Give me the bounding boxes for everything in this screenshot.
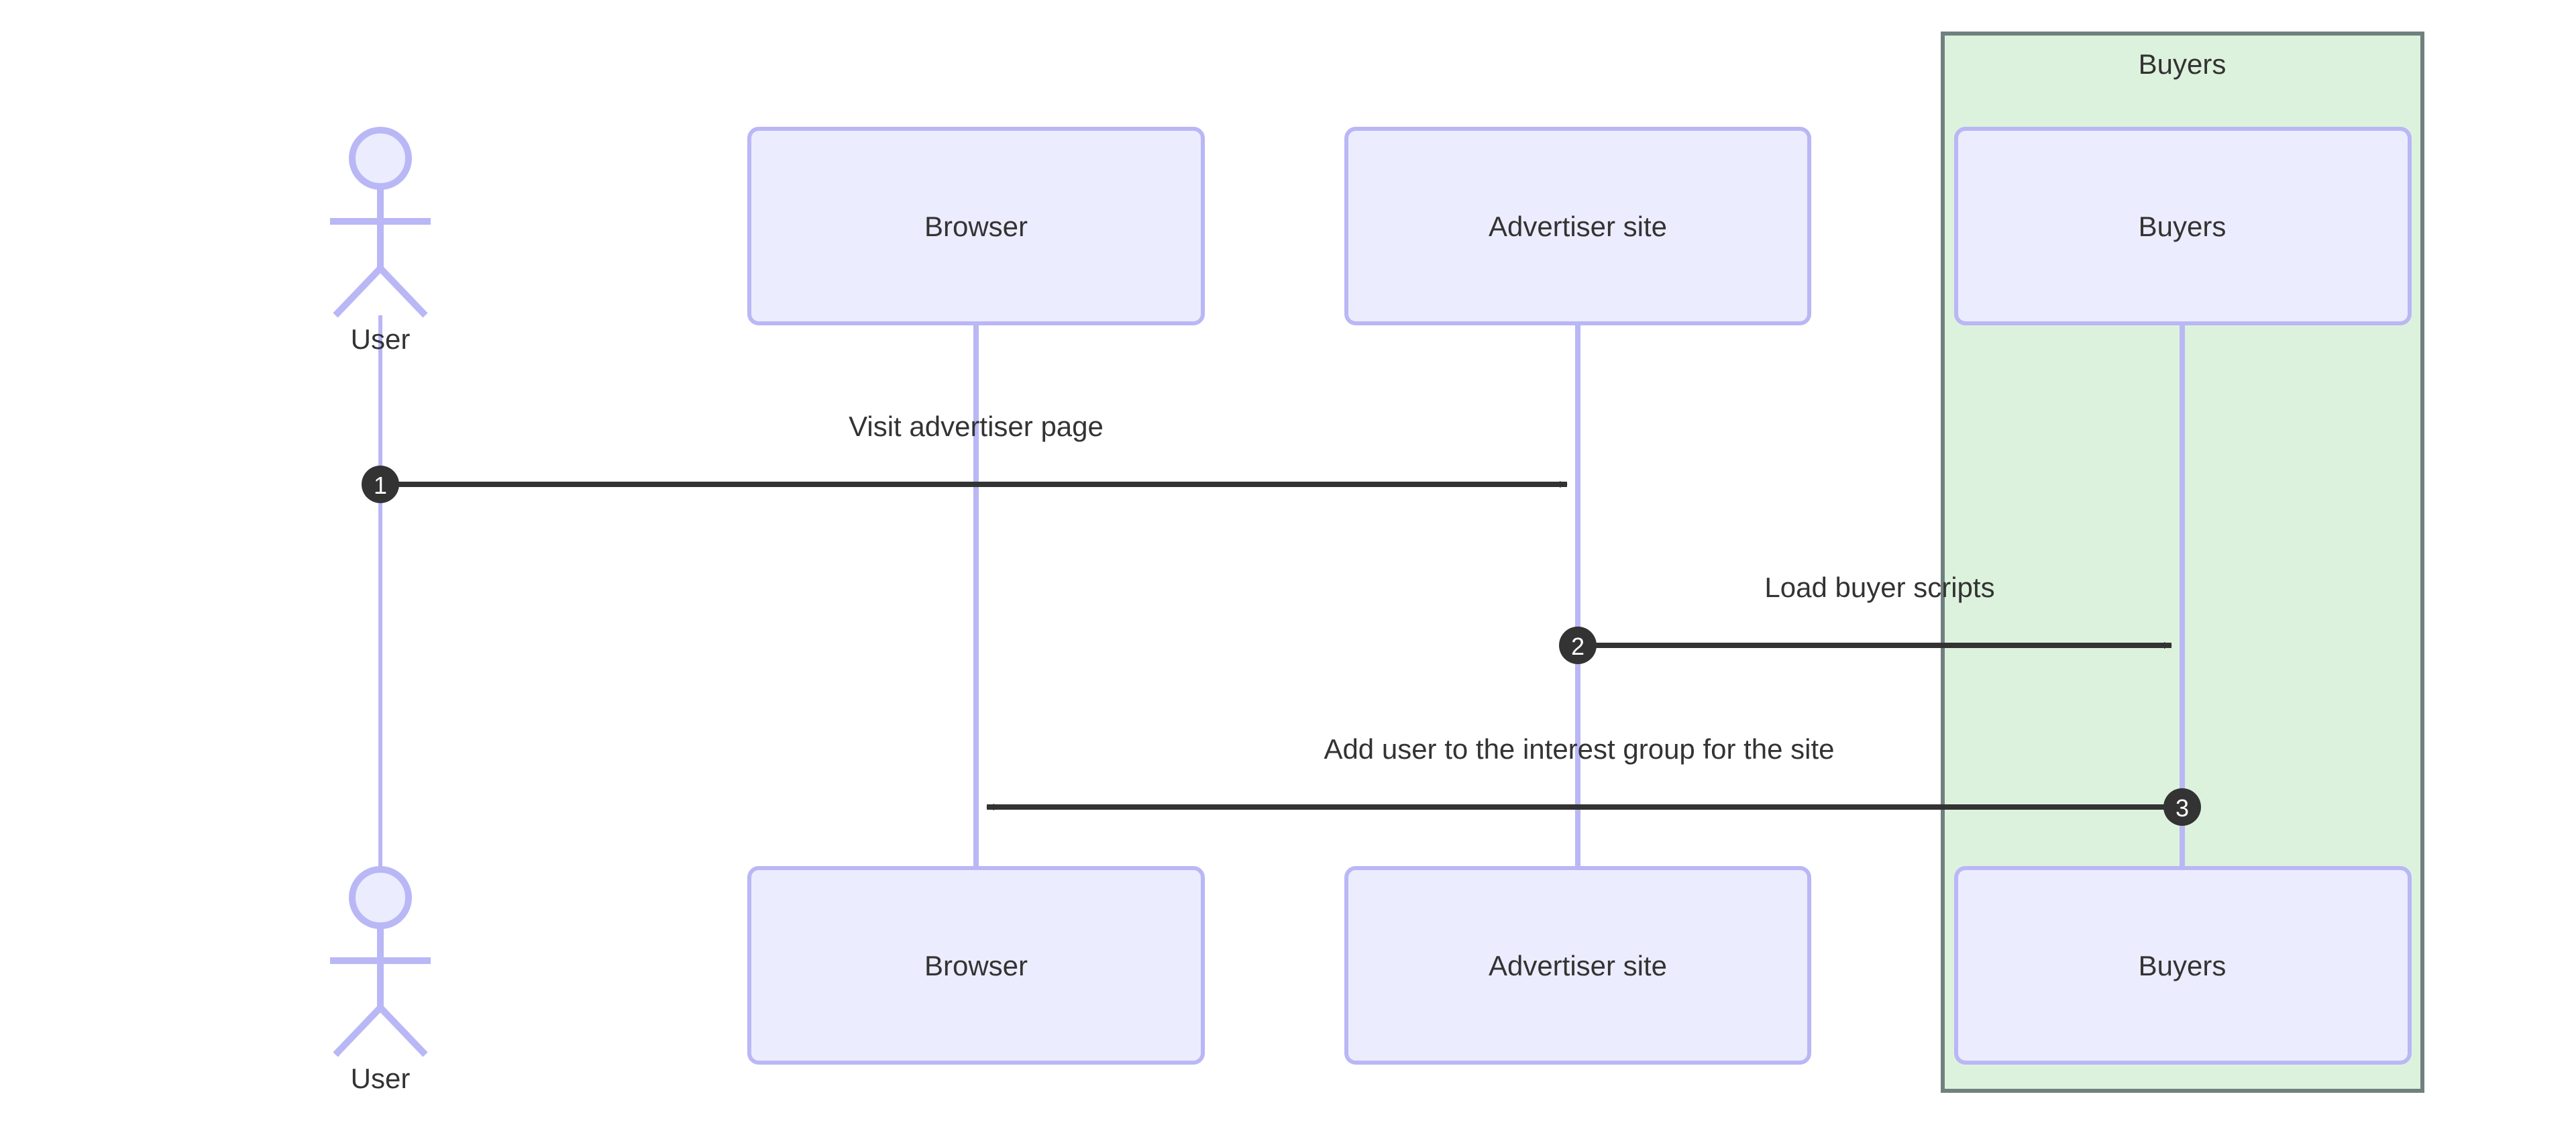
participant-browser-bottom[interactable]: Browser [747, 866, 1205, 1065]
message-1-badge-label: 1 [374, 472, 387, 499]
actor-head-icon [349, 127, 412, 190]
participant-browser-top[interactable]: Browser [747, 127, 1205, 325]
message-2-label: Load buyer scripts [1764, 572, 1994, 603]
message-3[interactable]: Add user to the interest group for the s… [986, 733, 2201, 826]
message-2[interactable]: Load buyer scripts 2 [1559, 572, 2172, 664]
participant-advertiser-site-bottom-box[interactable] [1344, 866, 1811, 1065]
message-1[interactable]: Visit advertiser page 1 [362, 411, 1568, 503]
actor-user-bottom-label: User [351, 1063, 411, 1094]
participant-advertiser-site-bottom-label: Advertiser site [1489, 950, 1667, 981]
group-buyers-label: Buyers [2139, 48, 2226, 80]
actor-leg-right-line [378, 266, 428, 318]
actor-leg-left-line [333, 266, 383, 318]
message-3-badge-label: 3 [2176, 794, 2189, 822]
participant-buyers-top[interactable]: Buyers [1954, 127, 2412, 325]
message-1-label: Visit advertiser page [849, 411, 1104, 442]
message-3-badge[interactable] [2163, 788, 2201, 826]
actor-user-top[interactable]: User [330, 127, 431, 355]
participant-advertiser-site-top[interactable]: Advertiser site [1344, 127, 1811, 325]
message-1-badge[interactable] [362, 466, 399, 503]
participant-buyers-top-label: Buyers [2139, 211, 2226, 242]
actor-leg-left-line [333, 1005, 383, 1057]
participant-buyers-bottom-box[interactable] [1954, 866, 2412, 1065]
actor-user-top-label: User [351, 323, 411, 355]
actor-head-icon [349, 866, 412, 929]
participant-browser-bottom-box[interactable] [747, 866, 1205, 1065]
participant-browser-bottom-label: Browser [924, 950, 1028, 981]
lifelines [378, 315, 2185, 876]
participant-advertiser-site-top-label: Advertiser site [1489, 211, 1667, 242]
participant-buyers-bottom[interactable]: Buyers [1954, 866, 2412, 1065]
participant-buyers-bottom-label: Buyers [2139, 950, 2226, 981]
participant-advertiser-site-bottom[interactable]: Advertiser site [1344, 866, 1811, 1065]
participant-browser-top-box[interactable] [747, 127, 1205, 325]
actor-user-bottom[interactable]: User [330, 866, 431, 1094]
actor-leg-right-line [378, 1005, 428, 1057]
participant-advertiser-site-top-box[interactable] [1344, 127, 1811, 325]
participant-buyers-top-box[interactable] [1954, 127, 2412, 325]
message-3-label: Add user to the interest group for the s… [1324, 733, 1834, 765]
message-2-badge[interactable] [1559, 627, 1597, 664]
participant-browser-top-label: Browser [924, 211, 1028, 242]
message-2-badge-label: 2 [1571, 633, 1585, 660]
